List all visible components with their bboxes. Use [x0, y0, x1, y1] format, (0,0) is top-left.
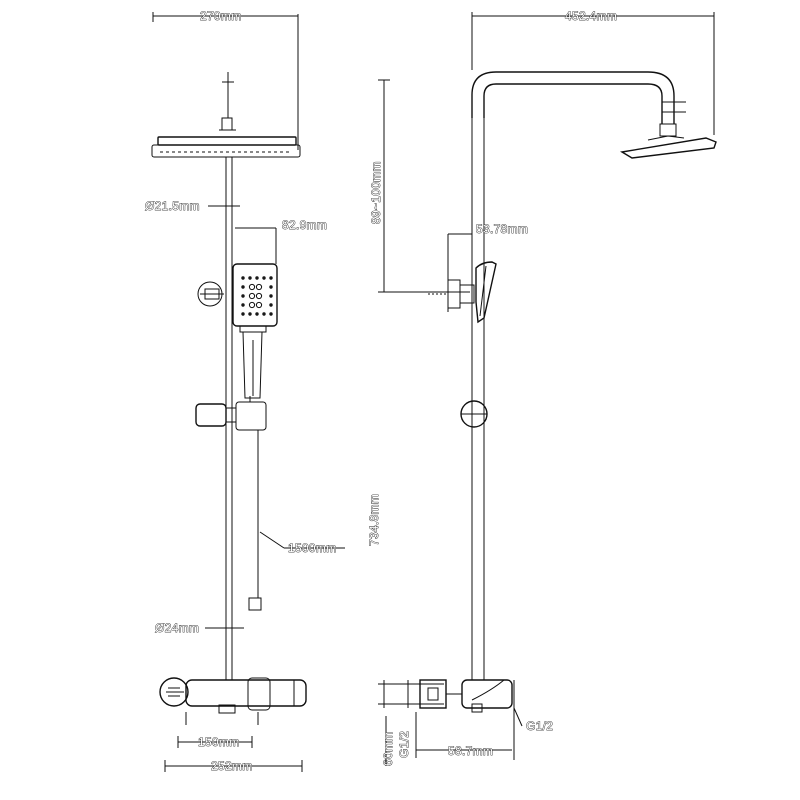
dim-bracket-offset-label: 53.78mm — [476, 222, 528, 236]
dim-pipe-diameter: Ø21.5mm — [145, 199, 240, 213]
mixer-valve-front — [159, 677, 307, 725]
front-view: 270mm Ø21.5mm 82.9mm — [145, 9, 345, 773]
dim-riser-height: 734.8mm — [367, 493, 382, 546]
front-riser-pipe — [225, 157, 233, 680]
shower-arm-side — [471, 71, 686, 137]
dim-spout-depth: 58.7mm — [415, 712, 512, 758]
dim-mixer-width: 252mm — [164, 759, 303, 773]
dim-inlet-height: 60mm G1/2 — [378, 680, 444, 766]
side-riser-pipe — [471, 118, 485, 680]
sliding-bracket-side — [460, 400, 488, 428]
dim-bracket-offset: 53.78mm — [447, 222, 528, 312]
dim-thread-size-label: G1/2 — [526, 719, 553, 733]
dim-handshower-width: 82.9mm — [235, 218, 327, 264]
overhead-shower-head — [151, 117, 301, 158]
dim-arm-projection-label: 452.4mm — [565, 9, 617, 23]
dim-inlet-spacing: 150mm — [177, 735, 253, 749]
dim-spout-depth-label: 58.7mm — [448, 744, 493, 758]
dim-top-width: 270mm — [152, 9, 299, 150]
hand-shower-nozzles — [241, 276, 273, 316]
hand-shower-side — [428, 261, 497, 324]
dim-handshower-width-label: 82.9mm — [282, 218, 327, 232]
dim-mixer-width-label: 252mm — [211, 759, 253, 773]
dim-height-adjust-label: 89~100mm — [369, 161, 383, 224]
dim-top-width-label: 270mm — [200, 9, 242, 23]
side-view: 452.4mm 89~100mm — [367, 9, 717, 766]
hand-shower-front — [232, 263, 278, 399]
diverter-knob — [197, 281, 224, 307]
dim-inlet-spacing-label: 150mm — [198, 735, 240, 749]
dim-pipe-diameter-label: Ø21.5mm — [145, 199, 200, 213]
dim-bar-diameter-label: Ø24mm — [155, 621, 199, 635]
dim-arm-projection: 452.4mm — [471, 9, 715, 135]
hose — [248, 430, 262, 611]
overhead-shower-head-side — [620, 135, 717, 159]
dim-riser-height-label: 734.8mm — [367, 494, 381, 546]
dim-inlet-height-label: 60mm — [381, 731, 395, 766]
sliding-bracket-front — [195, 396, 267, 431]
dim-height-adjust: 89~100mm — [369, 79, 470, 293]
dim-hose-length: 1500mm — [259, 531, 345, 555]
mixer-valve-side — [419, 679, 515, 760]
dim-hose-length-label: 1500mm — [288, 541, 337, 555]
dim-bar-diameter: Ø24mm — [155, 621, 244, 635]
dim-thread-size: G1/2 — [513, 707, 553, 733]
dim-depth-label: G1/2 — [397, 731, 411, 758]
